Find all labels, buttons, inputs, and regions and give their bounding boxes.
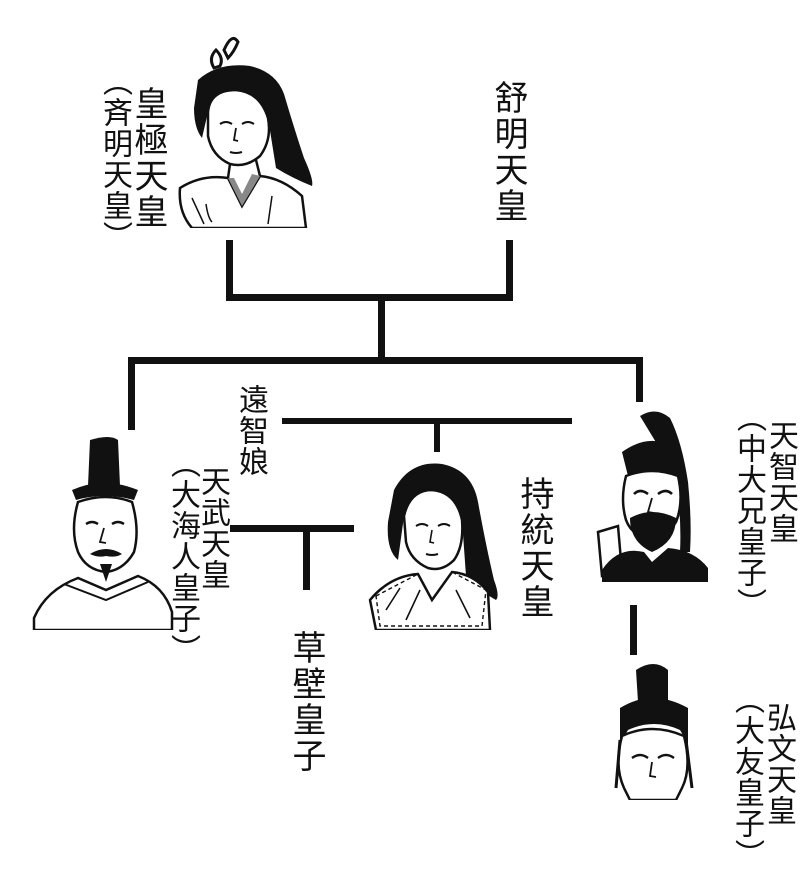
name-label-kogyoku: 皇極天皇 (128, 86, 168, 230)
name-label-kobun: 弘文天皇 (761, 702, 796, 826)
prince-portrait-icon (614, 664, 694, 800)
name-label-jito: 持統天皇 (514, 476, 554, 620)
court-noble-portrait-icon (32, 437, 174, 630)
name-label-tenji: 天智天皇 (763, 420, 798, 544)
connector-child-tenmu (128, 360, 135, 430)
name-label-jomei: 舒明天皇 (488, 80, 528, 224)
connector-child-tenji (636, 360, 643, 402)
alias-label-tenmu: （大海人皇子） (165, 448, 200, 665)
empress-portrait-icon (368, 463, 498, 630)
name-label-tenmu: 天武天皇 (195, 466, 230, 590)
connector-parents-to-children (378, 300, 385, 362)
empress-portrait-icon (178, 36, 313, 228)
emperor-portrait-icon (596, 411, 708, 582)
alias-label-kogyoku: （斉明天皇） (97, 66, 132, 252)
connector-ochi-tenji-horizontal (282, 418, 572, 424)
connector-tenji-kobun (630, 605, 637, 655)
connector-jomei-down (506, 240, 513, 300)
connector-parents-horizontal (226, 294, 513, 301)
alias-label-tenji: （中大兄皇子） (731, 402, 766, 619)
alias-label-kobun: （大友皇子） (729, 684, 764, 870)
connector-jito-up (434, 420, 440, 452)
connector-children-horizontal (128, 357, 643, 364)
family-tree-diagram: 皇極天皇 （斉明天皇） 舒明天皇 遠智娘 天武天皇 （大海人皇子） 持統天皇 天… (32, 36, 798, 870)
connector-kusakabe-up (303, 528, 310, 590)
connector-kogyoku-down (226, 240, 233, 300)
name-label-kusakabe: 草壁皇子 (286, 630, 326, 774)
connector-tenmu-jito-horizontal (230, 525, 354, 532)
name-label-ochi: 遠智娘 (233, 384, 268, 477)
